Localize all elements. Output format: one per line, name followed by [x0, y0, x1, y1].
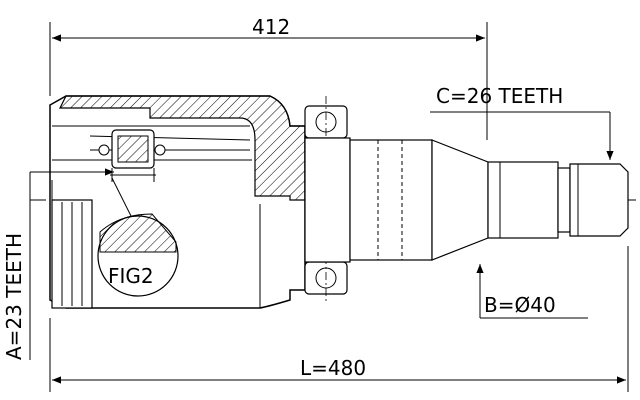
diameter-b-label: B=Ø40 — [484, 293, 556, 317]
spline-a-label: A=23 TEETH — [2, 233, 26, 360]
tripod-element — [98, 129, 166, 182]
top-length-label: 412 — [252, 15, 291, 39]
housing — [49, 95, 306, 309]
fig2-detail — [97, 177, 179, 297]
spline-c-leader — [430, 111, 614, 160]
seal-ring — [304, 96, 348, 304]
top-length-dimension — [49, 22, 488, 140]
diameter-b-leader — [476, 264, 588, 319]
spline-a-leader — [29, 168, 114, 360]
total-length-label: L=480 — [300, 356, 367, 380]
total-length-dimension — [49, 246, 629, 392]
stub-axle — [487, 161, 629, 239]
spline-c-label: C=26 TEETH — [436, 84, 564, 108]
shaft — [304, 137, 489, 263]
fig2-label: FIG2 — [108, 264, 154, 288]
